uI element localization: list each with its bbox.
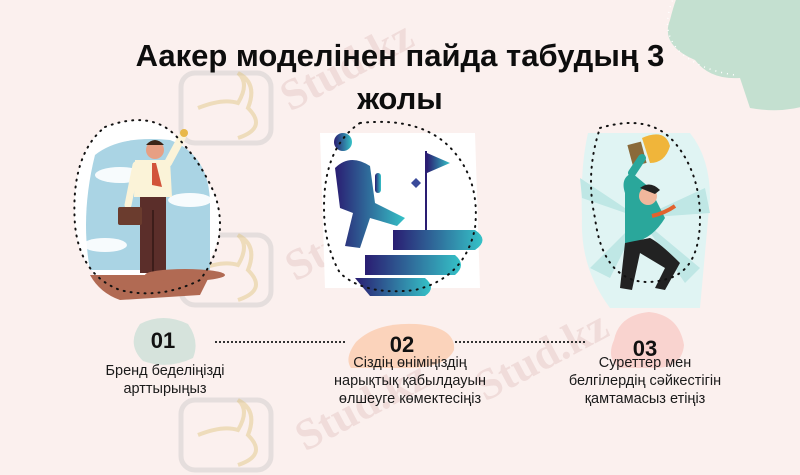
step-number: 02	[389, 332, 415, 357]
step-description-1: Бренд беделіңізді арттырыңыз	[60, 362, 270, 398]
step-text-line: Суреттер мен	[598, 355, 692, 371]
watermark-logo-icon	[178, 397, 274, 473]
step-text-line: өлшеуге көмектесіңіз	[338, 391, 482, 407]
step-text-line: Сіздің өніміңіздің	[353, 355, 467, 371]
step-text-line: нарықтық қабылдауын	[334, 373, 486, 389]
slide-title: Аакер моделінен пайда табудың 3 жолы	[135, 38, 665, 116]
badge-blob	[133, 318, 196, 365]
step-badge-02: 02	[346, 322, 458, 368]
step-badge-01: 01	[128, 316, 198, 366]
step-number: 03	[632, 336, 658, 361]
step-description-3: Суреттер мен белгілердің сәйкестігін қам…	[545, 354, 745, 408]
businessman-on-cliff-illustration	[73, 119, 225, 300]
step-description-2: Сіздің өніміңіздің нарықтық қабылдауын ө…	[300, 354, 520, 408]
dotted-connector	[455, 341, 585, 343]
step-text-line: қамтамасыз етіңіз	[584, 391, 706, 407]
badge-blob	[348, 323, 455, 368]
dotted-connector	[215, 341, 345, 343]
step-text-line: белгілердің сәйкестігін	[568, 373, 722, 389]
corner-decoration-blob	[666, 0, 800, 111]
step-number: 01	[150, 328, 176, 353]
climbing-to-flag-illustration	[320, 120, 483, 296]
step-text-line: арттырыңыз	[123, 381, 207, 397]
slide: Stud.kz Stud.kz Stud.kz Stud.kz Аакер мо…	[60, 0, 800, 473]
man-with-trophy-illustration	[580, 122, 710, 308]
step-text-line: Бренд беделіңізді	[105, 363, 225, 379]
badge-blob	[610, 312, 684, 368]
step-badge-03: 03	[604, 310, 686, 368]
